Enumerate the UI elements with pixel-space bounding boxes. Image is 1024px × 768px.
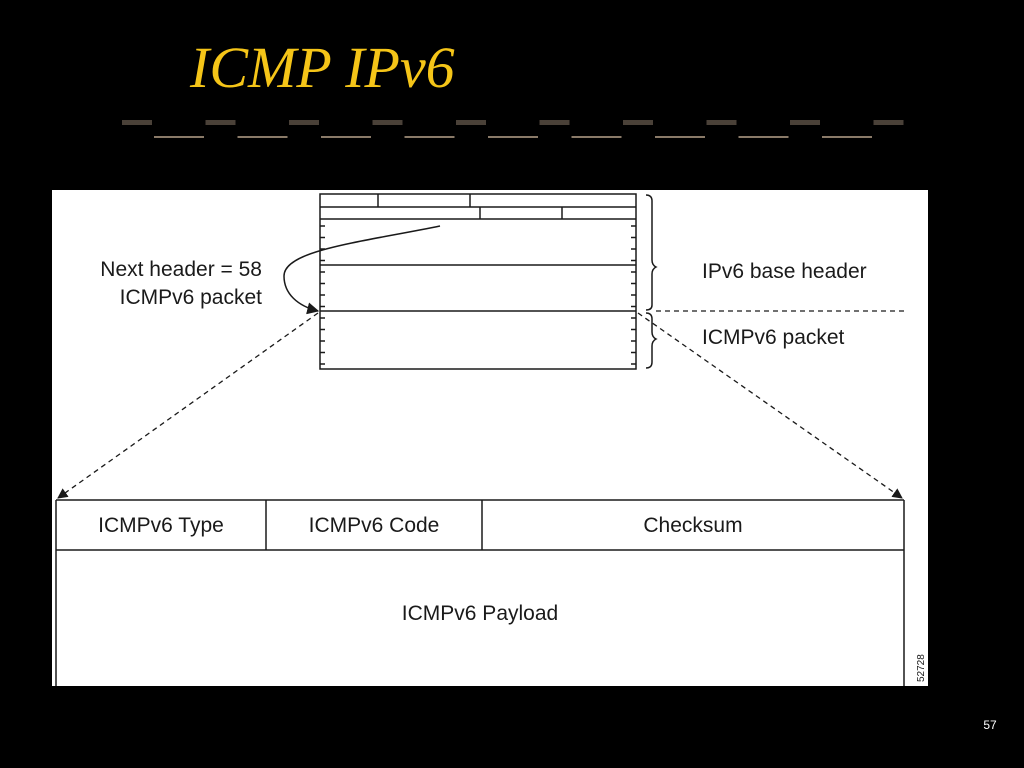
ipv6-packet-sketch	[319, 193, 637, 370]
packet-tick-marks	[320, 225, 636, 365]
rule-underscore	[154, 136, 204, 138]
figure-id-label: 52728	[916, 654, 927, 682]
brace-label-base-header: IPv6 base header	[702, 260, 867, 283]
icmpv6-message-format	[55, 499, 905, 686]
field-icmpv6-code: ICMPv6 Code	[309, 514, 440, 537]
expand-arrow-left	[57, 312, 319, 499]
rule-underscore	[738, 136, 789, 138]
next-header-label: Next header = 58	[100, 258, 262, 281]
field-icmpv6-payload: ICMPv6 Payload	[402, 602, 558, 625]
page-number: 57	[983, 718, 997, 732]
icmpv6-diagram: Next header = 58 ICMPv6 packet IPv6 base…	[52, 190, 928, 686]
rule-underscore	[237, 136, 288, 138]
rule-dash-pattern	[122, 120, 904, 138]
next-header-sublabel: ICMPv6 packet	[120, 286, 263, 309]
rule-dash	[289, 120, 319, 125]
base-header-brace	[645, 194, 658, 311]
rule-underscore	[488, 136, 538, 138]
rule-underscore	[822, 136, 872, 138]
rule-dash	[122, 120, 152, 125]
brace-label-icmp-packet: ICMPv6 packet	[702, 326, 845, 349]
rule-dash	[873, 120, 904, 125]
rule-dash	[456, 120, 486, 125]
rule-dash	[372, 120, 403, 125]
field-icmpv6-type: ICMPv6 Type	[98, 514, 224, 537]
packet-outline	[319, 193, 637, 370]
rule-dash	[790, 120, 820, 125]
field-checksum: Checksum	[643, 514, 742, 537]
diagram-svg: Next header = 58 ICMPv6 packet IPv6 base…	[55, 193, 927, 686]
rule-underscore	[321, 136, 371, 138]
rule-underscore	[571, 136, 622, 138]
icmp-packet-brace	[645, 312, 658, 369]
rule-dash	[205, 120, 236, 125]
rule-underscore	[655, 136, 705, 138]
rule-underscore	[404, 136, 455, 138]
rule-dash	[623, 120, 653, 125]
rule-dash	[706, 120, 737, 125]
title-decorative-rule	[122, 120, 904, 138]
next-header-arrow	[283, 225, 441, 315]
rule-dash	[539, 120, 570, 125]
slide-title: ICMP IPv6	[190, 35, 455, 100]
